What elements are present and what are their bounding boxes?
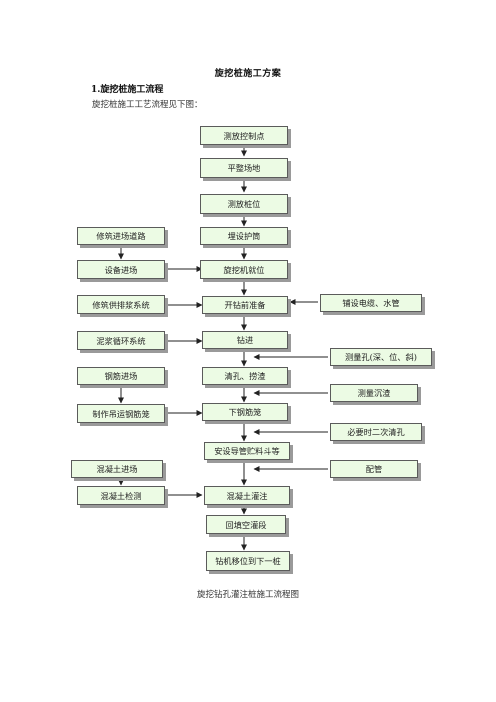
left-make-rebar-cage: 制作吊运钢筋笼	[77, 404, 165, 423]
right-second-cleaning: 必要时二次清孔	[330, 423, 422, 441]
step-drilling: 钻进	[202, 331, 288, 349]
step-install-tremie: 安设导管贮料斗等	[204, 442, 290, 460]
left-concrete-arrival: 混凝土进场	[71, 460, 163, 478]
intro-text: 旋挖桩施工工艺流程见下图：	[92, 100, 203, 110]
section-heading: 1.旋挖桩施工流程	[91, 85, 164, 95]
left-mud-circulation: 泥浆循环系统	[77, 331, 165, 350]
step-survey-control-points: 测放控制点	[200, 126, 288, 145]
step-bury-casing: 埋设护筒	[200, 227, 288, 245]
step-pour-concrete: 混凝土灌注	[204, 486, 290, 505]
step-clean-hole: 清孔、捞渣	[202, 367, 288, 385]
left-concrete-test: 混凝土检测	[77, 486, 165, 505]
left-build-slurry-system: 修筑供排浆系统	[77, 295, 165, 314]
left-build-access-road: 修筑进场道路	[77, 227, 165, 245]
step-move-rig: 钻机移位到下一桩	[206, 551, 290, 571]
step-backfill: 回填空灌段	[206, 515, 286, 534]
right-lay-cables-pipes: 铺设电缆、水管	[320, 294, 422, 312]
left-equipment-arrival: 设备进场	[77, 260, 165, 279]
step-pre-drilling-prep: 开钻前准备	[202, 296, 288, 314]
right-measure-sediment: 测量沉渣	[330, 384, 418, 402]
right-pipe-config: 配管	[330, 460, 418, 478]
document-title: 旋挖桩施工方案	[214, 69, 282, 79]
step-level-site: 平整场地	[200, 158, 288, 178]
right-measure-hole: 测量孔(深、位、斜)	[330, 348, 432, 366]
left-rebar-arrival: 钢筋进场	[77, 367, 165, 385]
step-survey-pile-position: 测放桩位	[200, 194, 288, 214]
step-rig-in-position: 旋挖机就位	[200, 260, 288, 279]
figure-caption: 旋挖钻孔灌注桩施工流程图	[196, 590, 299, 600]
step-lower-rebar-cage: 下钢筋笼	[202, 403, 288, 421]
